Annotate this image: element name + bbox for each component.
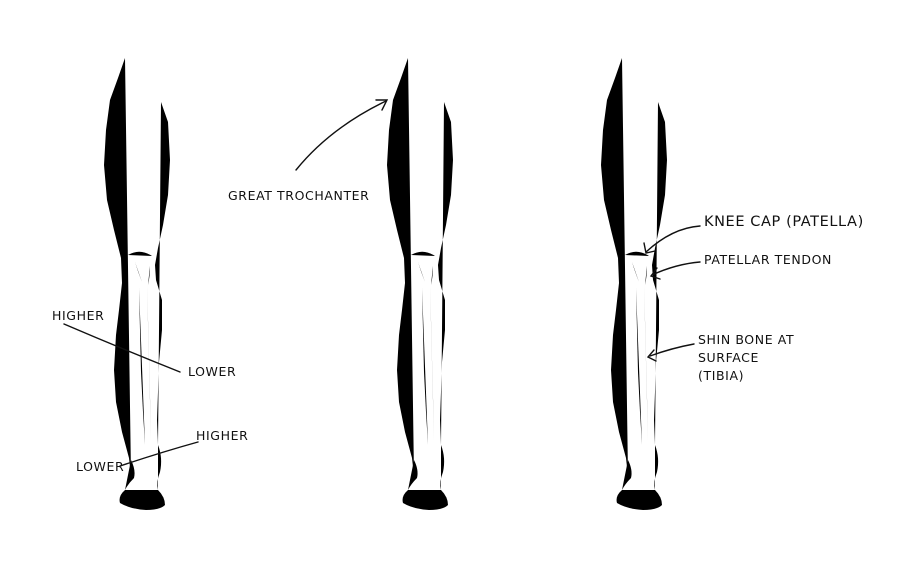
right-panel-pointers <box>643 225 701 362</box>
leg-drawing-left <box>104 52 170 510</box>
label-patellar-tendon: PATELLAR TENDON <box>704 252 832 267</box>
label-shin-bone-line3: (TIBIA) <box>698 368 744 383</box>
left-panel-pointers <box>63 323 199 467</box>
pointer-lower-higher-line <box>119 441 199 467</box>
pointer-knee-cap-arrowhead <box>643 242 656 254</box>
pointer-great-trochanter <box>295 100 387 171</box>
label-shin-bone-line2: SURFACE <box>698 350 759 365</box>
leg-drawing-right <box>601 52 667 510</box>
label-lower-mid: LOWER <box>188 364 236 379</box>
label-great-trochanter: GREAT TROCHANTER <box>228 188 369 203</box>
label-lower-bottom: LOWER <box>76 459 124 474</box>
pointer-great-trochanter-arrowhead <box>375 99 389 111</box>
pointer-patellar-tendon <box>651 261 701 276</box>
label-higher-top: HIGHER <box>52 308 104 323</box>
pointer-shin-bone-arrowhead <box>646 349 657 362</box>
label-knee-cap: KNEE CAP (PATELLA) <box>704 214 864 230</box>
label-higher-bottom: HIGHER <box>196 428 248 443</box>
pointer-higher-lower-line <box>63 323 181 373</box>
middle-panel-pointer <box>295 99 389 171</box>
leg-drawing-middle <box>387 52 453 510</box>
pointer-knee-cap <box>645 225 701 253</box>
label-shin-bone-line1: SHIN BONE AT <box>698 332 794 347</box>
pointer-shin-bone <box>649 343 695 357</box>
pointer-patellar-tendon-arrowhead <box>649 267 661 280</box>
